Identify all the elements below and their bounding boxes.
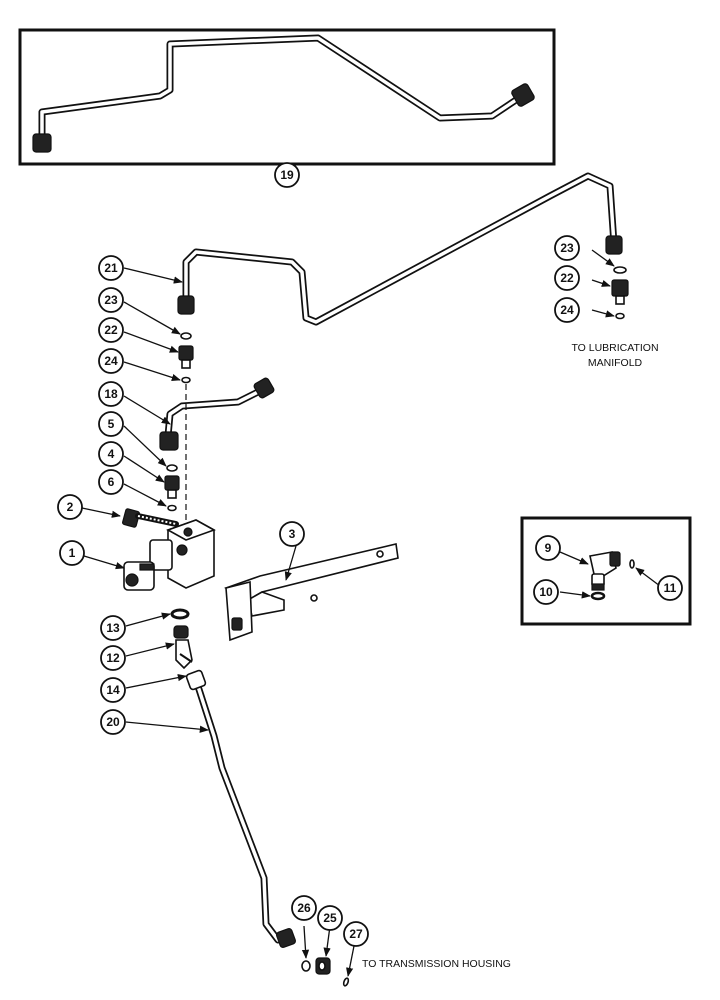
oring-26 bbox=[301, 960, 311, 972]
tube-20 bbox=[185, 669, 297, 949]
tube-18-nut-upper bbox=[253, 377, 275, 399]
svg-text:4: 4 bbox=[108, 447, 115, 461]
tube-21-nut-left bbox=[177, 295, 195, 315]
svg-text:6: 6 bbox=[108, 475, 115, 489]
svg-text:14: 14 bbox=[106, 683, 120, 697]
fitting-22-right bbox=[611, 279, 629, 297]
svg-text:24: 24 bbox=[560, 303, 574, 317]
inset-tube-19 bbox=[18, 28, 556, 166]
oring-11 bbox=[629, 559, 635, 569]
fitting-22-left bbox=[178, 345, 194, 361]
svg-text:1: 1 bbox=[69, 546, 76, 560]
oring-6 bbox=[167, 504, 177, 512]
callout-12: 12 bbox=[100, 645, 126, 671]
svg-text:26: 26 bbox=[297, 901, 311, 915]
tube-21-nut-right bbox=[605, 235, 623, 255]
svg-text:20: 20 bbox=[106, 715, 120, 729]
svg-text:2: 2 bbox=[67, 500, 74, 514]
svg-text:10: 10 bbox=[539, 585, 553, 599]
fitting-4 bbox=[164, 475, 180, 491]
bolt-2 bbox=[122, 508, 179, 528]
svg-text:11: 11 bbox=[664, 581, 677, 595]
bracket-3 bbox=[224, 543, 399, 642]
right-fitting-stack bbox=[611, 266, 629, 320]
note-lubrication-line2: MANIFOLD bbox=[588, 357, 643, 369]
washer-13 bbox=[170, 608, 190, 620]
callout-14: 14 bbox=[100, 677, 126, 703]
svg-text:25: 25 bbox=[323, 911, 337, 925]
callout-2: 2 bbox=[57, 494, 83, 520]
callout-9: 9 bbox=[535, 535, 561, 561]
fitting-stack-4-5-6 bbox=[164, 464, 180, 512]
callout-3: 3 bbox=[279, 521, 305, 547]
callout-23-right: 23 bbox=[554, 235, 580, 261]
oring-27 bbox=[342, 977, 350, 987]
left-fitting-stack bbox=[178, 332, 194, 384]
oring-24-right bbox=[615, 312, 625, 320]
svg-text:21: 21 bbox=[104, 261, 118, 275]
oring-23-right bbox=[613, 266, 627, 274]
svg-text:18: 18 bbox=[104, 387, 118, 401]
inset-elbow bbox=[520, 516, 692, 626]
tube-20-nut-top bbox=[185, 669, 207, 691]
fitting-12 bbox=[173, 625, 193, 670]
tube-20-nut-bottom bbox=[275, 927, 297, 949]
svg-text:13: 13 bbox=[106, 621, 120, 635]
callout-20: 20 bbox=[100, 709, 126, 735]
oring-23-left bbox=[180, 332, 192, 340]
callout-22-right: 22 bbox=[554, 265, 580, 291]
callout-5: 5 bbox=[98, 411, 124, 437]
svg-text:22: 22 bbox=[560, 271, 574, 285]
callout-4: 4 bbox=[98, 441, 124, 467]
callout-18: 18 bbox=[98, 381, 124, 407]
fitting-22-left-stem bbox=[181, 359, 191, 369]
bottom-fittings bbox=[301, 957, 350, 987]
tube-18-nut-lower bbox=[159, 431, 179, 451]
callout-24-right: 24 bbox=[554, 297, 580, 323]
svg-text:23: 23 bbox=[560, 241, 574, 255]
washer-10 bbox=[590, 591, 606, 601]
callout-1: 1 bbox=[59, 540, 85, 566]
valve-block-1 bbox=[123, 519, 216, 591]
svg-text:12: 12 bbox=[106, 651, 120, 665]
tube-18 bbox=[159, 377, 275, 451]
callout-19: 19 bbox=[274, 162, 300, 188]
fitting-25-bore bbox=[318, 961, 326, 971]
callout-11: 11 bbox=[657, 575, 683, 601]
svg-text:9: 9 bbox=[545, 541, 552, 555]
callout-25: 25 bbox=[317, 905, 343, 931]
note-lubrication-line1: TO LUBRICATION bbox=[571, 342, 658, 354]
callout-27: 27 bbox=[343, 921, 369, 947]
callout-22-left: 22 bbox=[98, 317, 124, 343]
note-transmission: TO TRANSMISSION HOUSING bbox=[362, 958, 511, 970]
tube-19-nut-left bbox=[32, 133, 52, 153]
oring-5 bbox=[166, 464, 178, 472]
fitting-4-stem bbox=[167, 489, 177, 499]
svg-text:22: 22 bbox=[104, 323, 118, 337]
svg-text:19: 19 bbox=[280, 168, 294, 182]
fitting-22-right-stem bbox=[615, 295, 625, 305]
callout-6: 6 bbox=[98, 469, 124, 495]
callout-24-left: 24 bbox=[98, 348, 124, 374]
callout-13: 13 bbox=[100, 615, 126, 641]
svg-text:27: 27 bbox=[349, 927, 363, 941]
tube-21 bbox=[177, 172, 623, 326]
callout-21: 21 bbox=[98, 255, 124, 281]
svg-text:24: 24 bbox=[104, 354, 118, 368]
tube-19-nut-right bbox=[511, 83, 535, 107]
leader-lines bbox=[81, 249, 661, 977]
callout-26: 26 bbox=[291, 895, 317, 921]
oring-24-left bbox=[181, 376, 191, 384]
callout-10: 10 bbox=[533, 579, 559, 605]
svg-text:5: 5 bbox=[108, 417, 115, 431]
svg-text:23: 23 bbox=[104, 293, 118, 307]
svg-text:3: 3 bbox=[289, 527, 296, 541]
callout-23-left: 23 bbox=[98, 287, 124, 313]
